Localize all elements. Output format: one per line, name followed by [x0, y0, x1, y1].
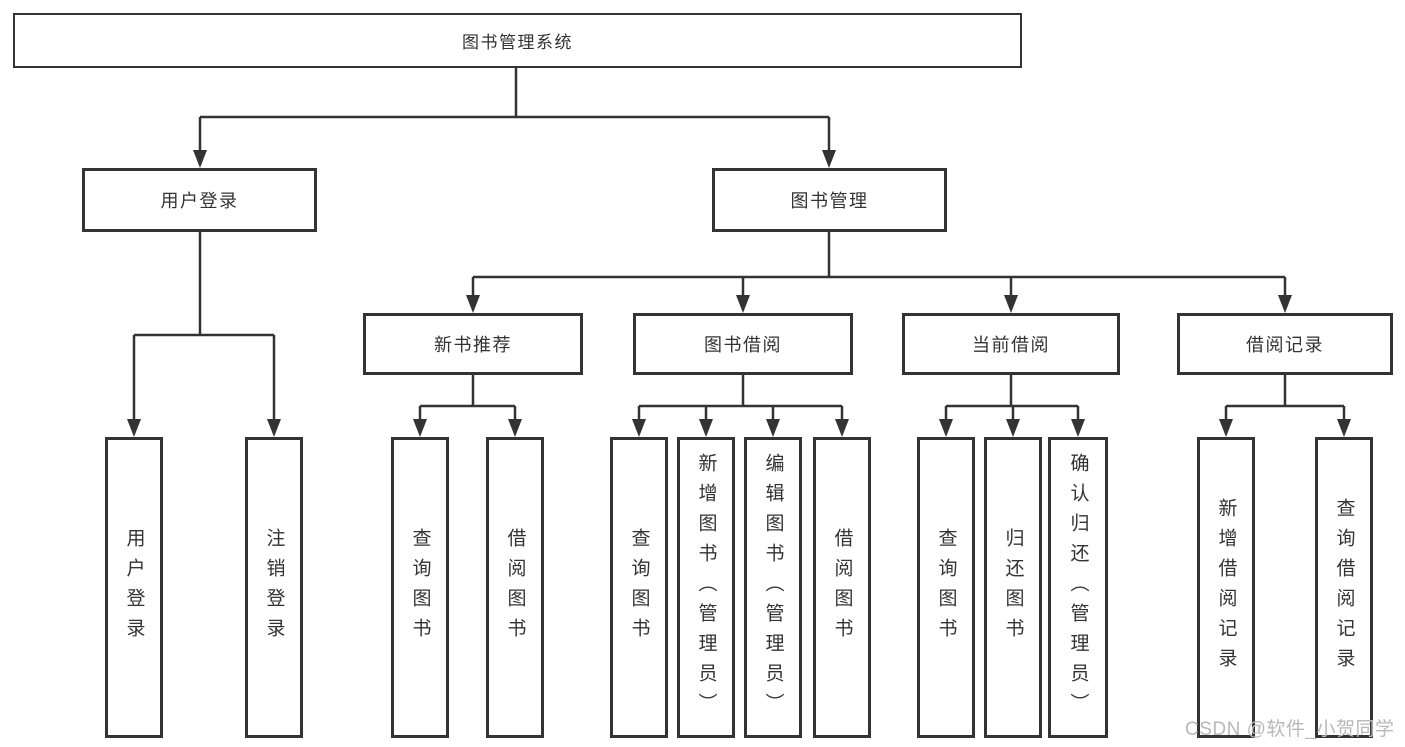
connector-borrow-to-leaves — [632, 375, 849, 437]
leaf-label: 借阅图书 — [504, 527, 526, 648]
node-new-book-recommend: 新书推荐 — [363, 313, 583, 375]
connector-management-to-level2 — [466, 232, 1292, 313]
leaf-query-borrow-record: 查询借阅记录 — [1315, 437, 1373, 738]
leaf-return-books: 归还图书 — [984, 437, 1042, 738]
leaf-add-books-admin: 新增图书（管理员） — [677, 437, 735, 738]
leaf-confirm-return-admin: 确认归还（管理员） — [1048, 437, 1108, 738]
node-label: 当前借阅 — [972, 335, 1050, 355]
connector-records-to-leaves — [1219, 375, 1351, 437]
leaf-label: 新增借阅记录 — [1215, 497, 1237, 678]
leaf-label: 新增图书（管理员） — [695, 452, 717, 723]
leaf-label: 归还图书 — [1002, 527, 1024, 648]
leaf-label: 确认归还（管理员） — [1067, 452, 1089, 723]
node-label: 用户登录 — [160, 191, 239, 211]
node-book-management: 图书管理 — [712, 168, 947, 232]
node-library-management-system: 图书管理系统 — [13, 13, 1022, 68]
leaf-label: 查询图书 — [409, 527, 431, 648]
node-user-login: 用户登录 — [82, 168, 317, 232]
connector-login-to-leaves — [127, 232, 281, 437]
node-label: 新书推荐 — [434, 335, 512, 355]
node-current-borrow: 当前借阅 — [902, 313, 1120, 375]
connector-root-to-level1 — [193, 68, 836, 168]
leaf-label: 用户登录 — [123, 527, 145, 648]
node-borrow-records: 借阅记录 — [1177, 313, 1393, 375]
node-label: 图书管理 — [790, 191, 869, 211]
leaf-label: 查询图书 — [935, 527, 957, 648]
connector-current-to-leaves — [939, 375, 1085, 437]
leaf-query-books: 查询图书 — [917, 437, 975, 738]
connector-newbook-to-leaves — [413, 375, 522, 437]
leaf-query-books: 查询图书 — [610, 437, 668, 738]
node-book-borrow: 图书借阅 — [633, 313, 853, 375]
leaf-label: 查询借阅记录 — [1333, 497, 1355, 678]
leaf-logout: 注销登录 — [245, 437, 303, 738]
leaf-label: 注销登录 — [263, 527, 285, 648]
node-label: 图书借阅 — [704, 335, 782, 355]
leaf-user-login: 用户登录 — [105, 437, 163, 738]
leaf-borrow-books: 借阅图书 — [486, 437, 544, 738]
leaf-edit-books-admin: 编辑图书（管理员） — [744, 437, 802, 738]
leaf-borrow-books: 借阅图书 — [813, 437, 871, 738]
leaf-label: 编辑图书（管理员） — [762, 452, 784, 723]
leaf-query-books: 查询图书 — [391, 437, 449, 738]
node-label: 图书管理系统 — [462, 33, 573, 52]
csdn-watermark: CSDN @软件_小贺同学 — [1185, 719, 1395, 740]
leaf-label: 借阅图书 — [831, 527, 853, 648]
node-label: 借阅记录 — [1246, 335, 1324, 355]
leaf-add-borrow-record: 新增借阅记录 — [1197, 437, 1255, 738]
leaf-label: 查询图书 — [628, 527, 650, 648]
